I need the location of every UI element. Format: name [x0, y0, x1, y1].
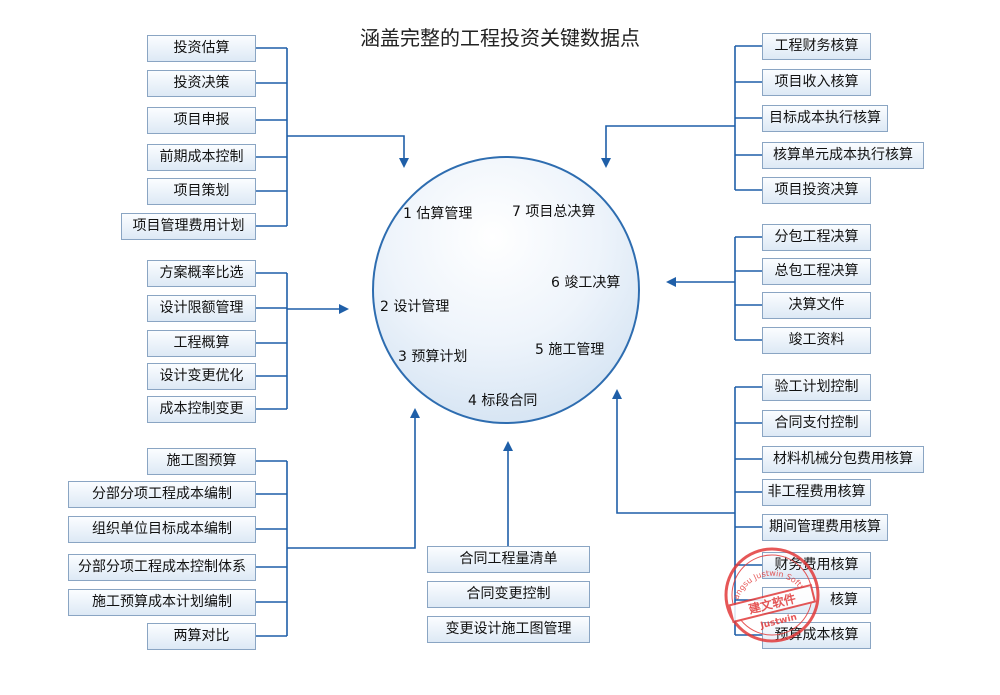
contract-item: 变更设计施工图管理 [427, 616, 590, 643]
estimate-item: 项目策划 [147, 178, 256, 205]
design-item: 设计变更优化 [147, 363, 256, 390]
budget-item: 分部分项工程成本编制 [68, 481, 256, 508]
contract-item: 合同工程量清单 [427, 546, 590, 573]
construction-item: 期间管理费用核算 [762, 514, 888, 541]
completion-item: 分包工程决算 [762, 224, 871, 251]
design-item: 成本控制变更 [147, 396, 256, 423]
lifecycle-circle [372, 156, 640, 424]
completion-item: 总包工程决算 [762, 258, 871, 285]
budget-item: 组织单位目标成本编制 [68, 516, 256, 543]
estimate-item: 项目管理费用计划 [121, 213, 256, 240]
construction-item: 验工计划控制 [762, 374, 871, 401]
final-account-item: 项目投资决算 [762, 177, 871, 204]
phase-6-completion: 6 竣工决算 [551, 275, 621, 291]
estimate-arrow [287, 135, 409, 168]
estimate-item: 投资决策 [147, 70, 256, 97]
design-item: 工程概算 [147, 330, 256, 357]
seal-brand-text: Justwin [759, 613, 799, 632]
design-bracket [256, 272, 288, 410]
final-account-item: 目标成本执行核算 [762, 105, 888, 132]
final-account-arrow [601, 125, 735, 168]
company-seal-stamp: Jiangsu Justwin Software 建文软件 Justwin [722, 545, 820, 643]
budget-item: 施工图预算 [147, 448, 256, 475]
budget-item: 分部分项工程成本控制体系 [68, 554, 256, 581]
budget-arrow [287, 408, 420, 549]
phase-5-construction: 5 施工管理 [535, 342, 605, 358]
construction-arrow [612, 389, 735, 514]
phase-2-design: 2 设计管理 [380, 299, 450, 315]
contract-item: 合同变更控制 [427, 581, 590, 608]
final-account-item: 工程财务核算 [762, 33, 871, 60]
final-account-bracket [734, 45, 762, 191]
phase-4-contract: 4 标段合同 [468, 393, 538, 409]
construction-item: 材料机械分包费用核算 [762, 446, 924, 473]
budget-bracket [256, 460, 288, 637]
budget-item: 施工预算成本计划编制 [68, 589, 256, 616]
design-item: 设计限额管理 [147, 295, 256, 322]
estimate-item: 项目申报 [147, 107, 256, 134]
phase-3-budget: 3 预算计划 [398, 349, 468, 365]
construction-item: 合同支付控制 [762, 410, 871, 437]
completion-bracket [734, 236, 762, 341]
diagram-title: 涵盖完整的工程投资关键数据点 [360, 26, 640, 50]
estimate-item: 投资估算 [147, 35, 256, 62]
phase-7-final-account: 7 项目总决算 [512, 204, 596, 220]
design-item: 方案概率比选 [147, 260, 256, 287]
final-account-item: 项目收入核算 [762, 69, 871, 96]
completion-item: 决算文件 [762, 292, 871, 319]
construction-item: 预算成本核算 [762, 622, 871, 649]
final-account-item: 核算单元成本执行核算 [762, 142, 924, 169]
phase-1-estimate: 1 估算管理 [403, 206, 473, 222]
estimate-bracket [256, 47, 288, 227]
construction-item: 非工程费用核算 [762, 479, 871, 506]
completion-item: 竣工资料 [762, 327, 871, 354]
construction-item: 财务费用核算 [762, 552, 871, 579]
budget-item: 两算对比 [147, 623, 256, 650]
estimate-item: 前期成本控制 [147, 144, 256, 171]
